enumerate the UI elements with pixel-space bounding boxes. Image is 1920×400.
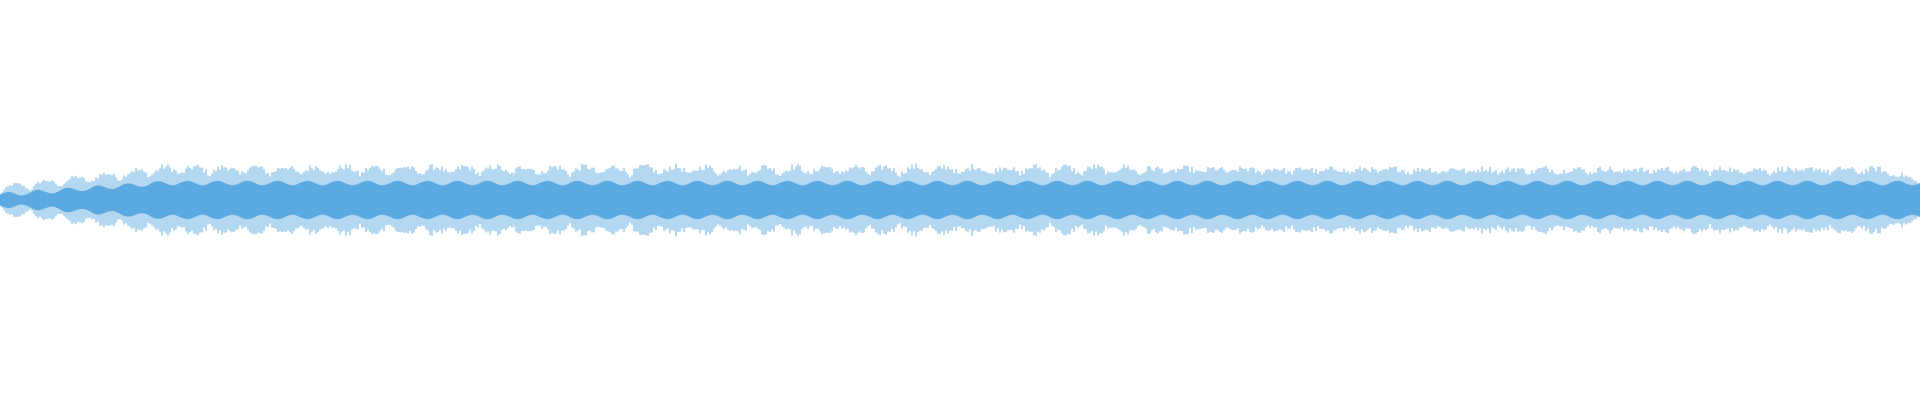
waveform-core-band: [0, 180, 1920, 220]
